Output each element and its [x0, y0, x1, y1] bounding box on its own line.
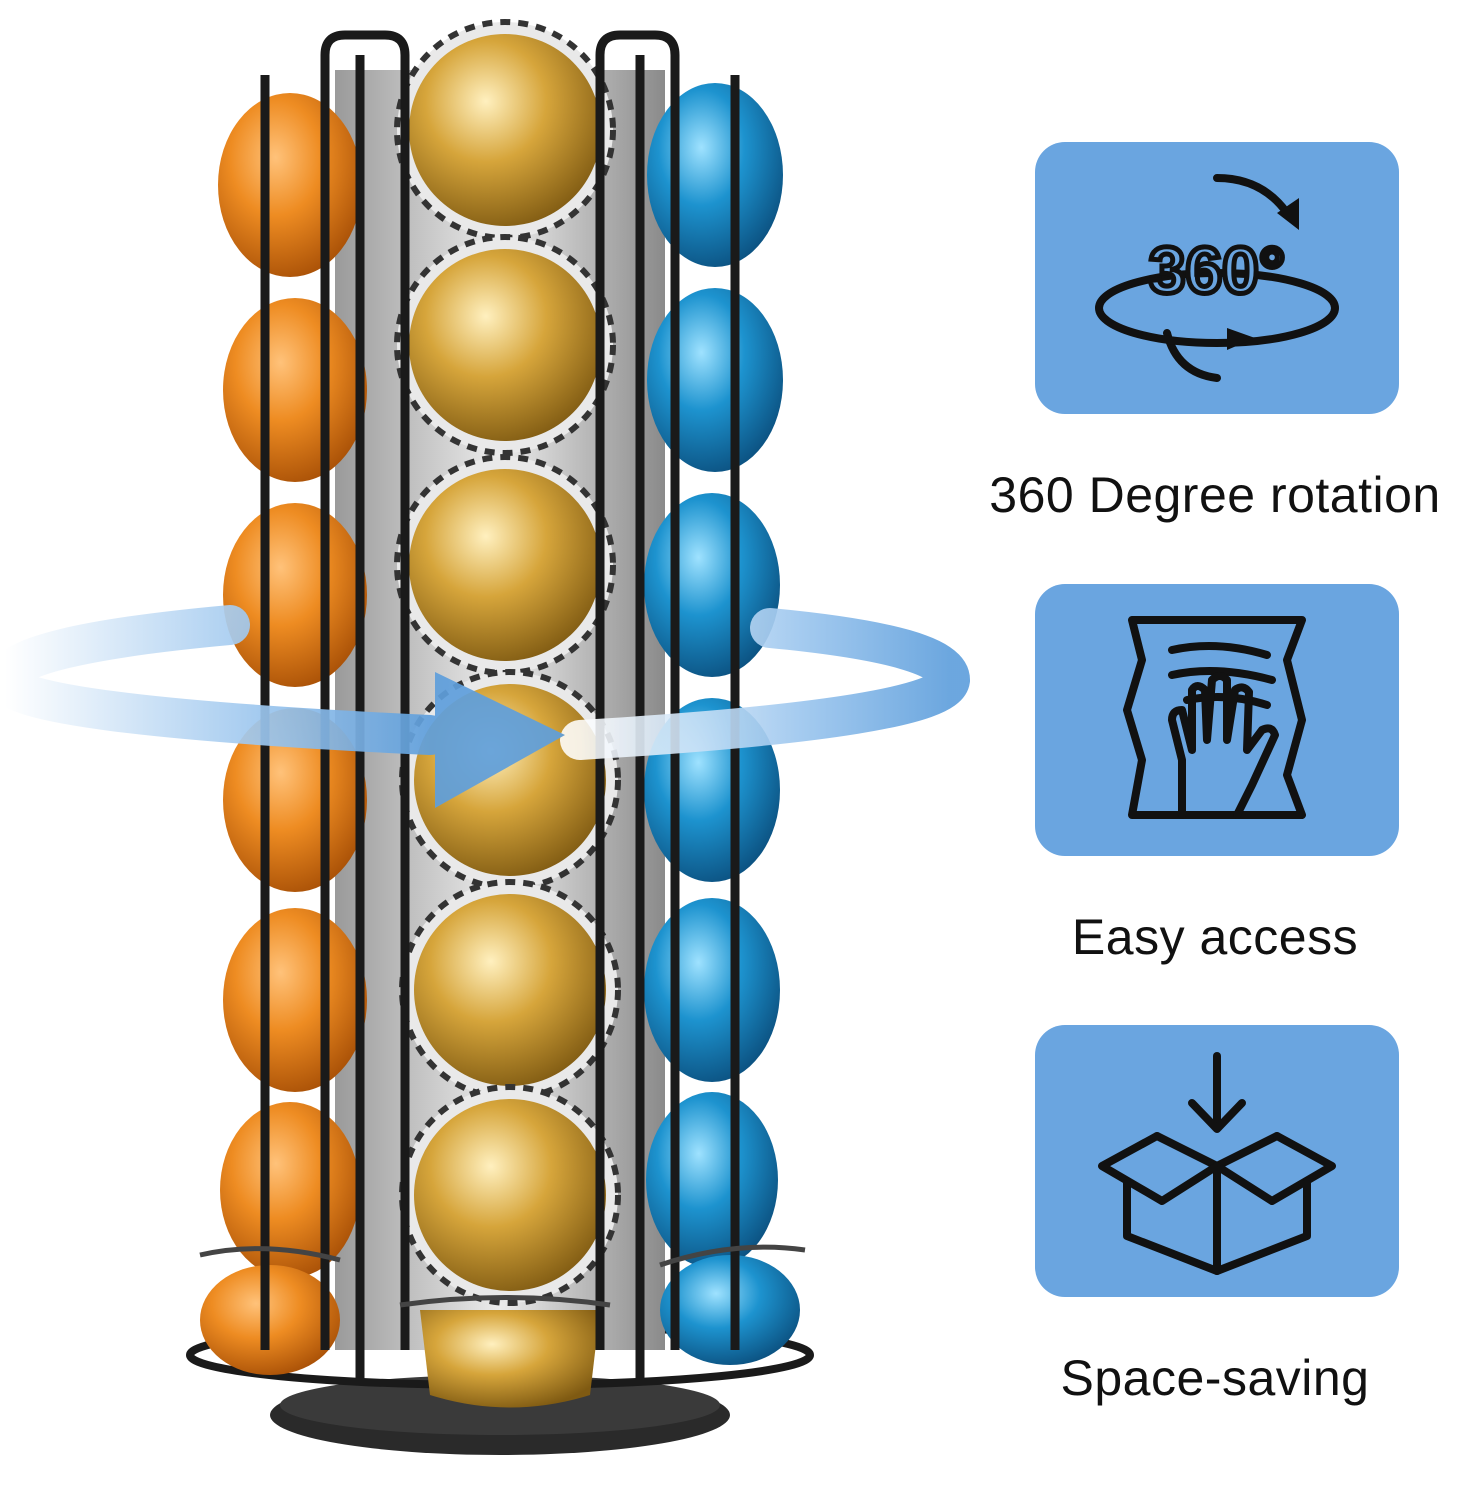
feature-caption-rotation: 360 Degree rotation — [989, 467, 1441, 523]
rotation-arrow — [0, 605, 971, 808]
rotate-360-label: 360° — [1149, 233, 1286, 307]
gold-capsule-column — [394, 19, 621, 1408]
capsule-tower-illustration — [0, 19, 971, 1455]
feature-caption-space-saving: Space-saving — [1060, 1350, 1370, 1406]
cleaning-hand-icon — [1123, 616, 1306, 819]
feature-tile-rotation: 360° — [1035, 142, 1399, 414]
feature-tile-space-saving — [1035, 1025, 1399, 1297]
feature-caption-easy-access: Easy access — [1071, 909, 1359, 965]
rotate-360-icon: 360° — [1095, 174, 1339, 382]
feature-tile-easy-access — [1035, 584, 1399, 856]
storage-box-icon — [1098, 1052, 1336, 1275]
